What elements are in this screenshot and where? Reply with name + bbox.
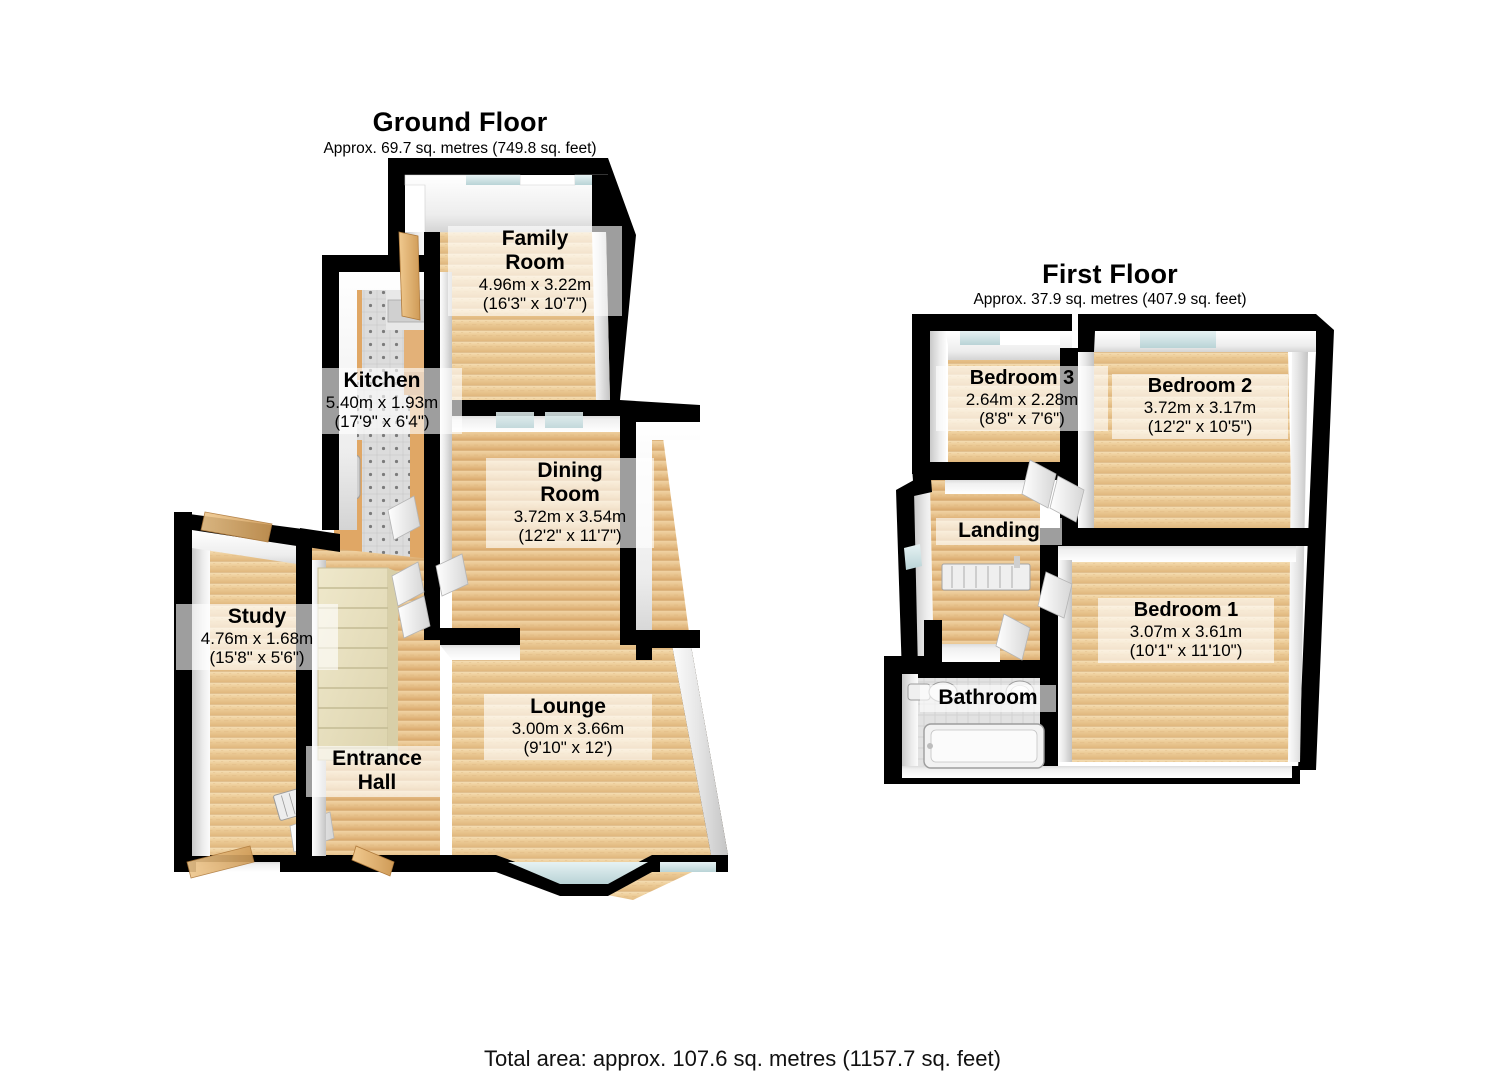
room-label-family-room: Family Room 4.96m x 3.22m (16'3" x 10'7"… (448, 226, 622, 316)
room-imperial-study: (15'8" x 5'6") (209, 648, 305, 668)
door-hall-dining (391, 561, 425, 607)
room-name-family-room-line2: Room (505, 250, 565, 274)
room-metric-lounge: 3.00m x 3.66m (511, 718, 625, 738)
room-label-kitchen: Kitchen 5.40m x 1.93m (17'9" x 6'4") (302, 368, 462, 434)
door-bedroom-2 (1049, 475, 1085, 523)
room-name-study: Study (227, 605, 287, 628)
door-kitchen-family (398, 231, 421, 321)
room-metric-dining-room: 3.72m x 3.54m (513, 506, 627, 526)
room-name-landing: Landing (958, 519, 1040, 542)
door-dining-lounge (435, 553, 469, 597)
first-wall-structure (884, 314, 1334, 784)
room-imperial-dining-room: (12'2" x 11'7") (518, 526, 622, 546)
room-name-bathroom: Bathroom (938, 686, 1038, 709)
room-label-bedroom-1: Bedroom 1 3.07m x 3.61m (10'1" x 11'10") (1098, 598, 1274, 663)
room-name-entrance-hall-line2: Hall (357, 770, 397, 794)
room-imperial-lounge: (9'10" x 12') (523, 738, 613, 758)
room-label-entrance-hall: Entrance Hall (306, 746, 448, 797)
room-label-dining-room: Dining Room 3.72m x 3.54m (12'2" x 11'7"… (486, 458, 654, 548)
room-name-bedroom-1: Bedroom 1 (1133, 599, 1239, 621)
room-metric-bedroom-3: 2.64m x 2.28m (965, 389, 1079, 409)
room-imperial-kitchen: (17'9" x 6'4") (334, 412, 430, 432)
door-hall-lounge (397, 595, 431, 639)
room-metric-bedroom-2: 3.72m x 3.17m (1143, 397, 1257, 417)
room-name-kitchen: Kitchen (343, 369, 421, 392)
room-name-dining-room-line2: Room (540, 482, 600, 506)
room-imperial-family-room: (16'3" x 10'7") (482, 294, 588, 314)
study-window-door (200, 511, 273, 543)
bath-tub (923, 723, 1045, 769)
room-label-study: Study 4.76m x 1.68m (15'8" x 5'6") (176, 604, 338, 670)
door-bedroom-1 (1037, 571, 1073, 619)
bay-window-lounge (496, 855, 728, 896)
front-door (351, 845, 395, 877)
room-imperial-bedroom-2: (12'2" x 10'5") (1147, 417, 1253, 437)
room-name-entrance-hall-line1: Entrance (332, 747, 422, 770)
room-metric-family-room: 4.96m x 3.22m (478, 274, 592, 294)
room-metric-bedroom-1: 3.07m x 3.61m (1129, 621, 1243, 641)
room-name-dining-room-line1: Dining (537, 459, 603, 482)
room-name-bedroom-2: Bedroom 2 (1147, 375, 1253, 397)
total-area-text: Total area: approx. 107.6 sq. metres (11… (484, 1046, 1001, 1071)
room-name-family-room-line1: Family (501, 227, 569, 250)
room-label-bathroom: Bathroom (920, 685, 1056, 712)
radiator-landing (941, 556, 1031, 591)
room-label-bedroom-3: Bedroom 3 2.64m x 2.28m (8'8" x 7'6") (936, 366, 1108, 431)
room-label-landing: Landing (936, 518, 1062, 545)
door-bathroom (995, 613, 1031, 661)
door-bedroom-3 (1021, 459, 1057, 509)
room-label-bedroom-2: Bedroom 2 3.72m x 3.17m (12'2" x 10'5") (1112, 374, 1288, 439)
study-bottom-window-door (186, 845, 255, 879)
room-name-lounge: Lounge (530, 695, 606, 718)
room-name-bedroom-3: Bedroom 3 (969, 367, 1075, 389)
room-metric-kitchen: 5.40m x 1.93m (325, 392, 439, 412)
room-label-lounge: Lounge 3.00m x 3.66m (9'10" x 12') (484, 694, 652, 760)
room-metric-study: 4.76m x 1.68m (200, 628, 314, 648)
room-imperial-bedroom-1: (10'1" x 11'10") (1129, 641, 1243, 661)
door-hall-kitchen (387, 495, 421, 541)
room-imperial-bedroom-3: (8'8" x 7'6") (979, 409, 1065, 429)
